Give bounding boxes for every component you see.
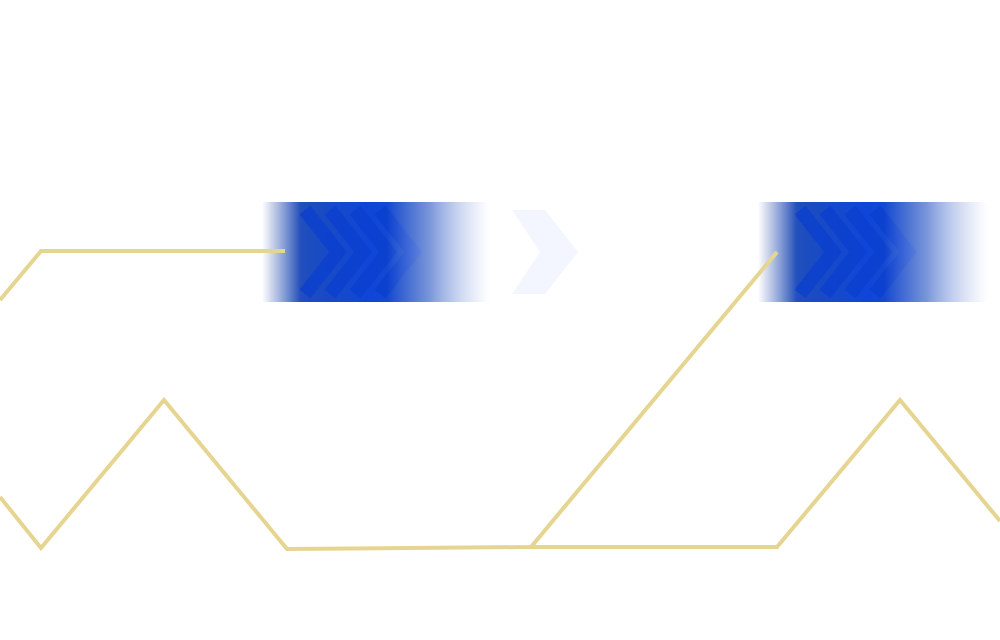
zigzag-line-icon [0,249,1000,552]
lower-zigzag-left [0,250,779,552]
banner-fade [758,202,1000,302]
faint-arrow-icon [512,210,578,294]
arrow-banner-right [758,202,1000,302]
banner-fade [262,202,502,302]
arrow-banner-left [262,202,578,302]
upper-line [0,249,285,302]
lower-zigzag-right [531,396,1000,549]
